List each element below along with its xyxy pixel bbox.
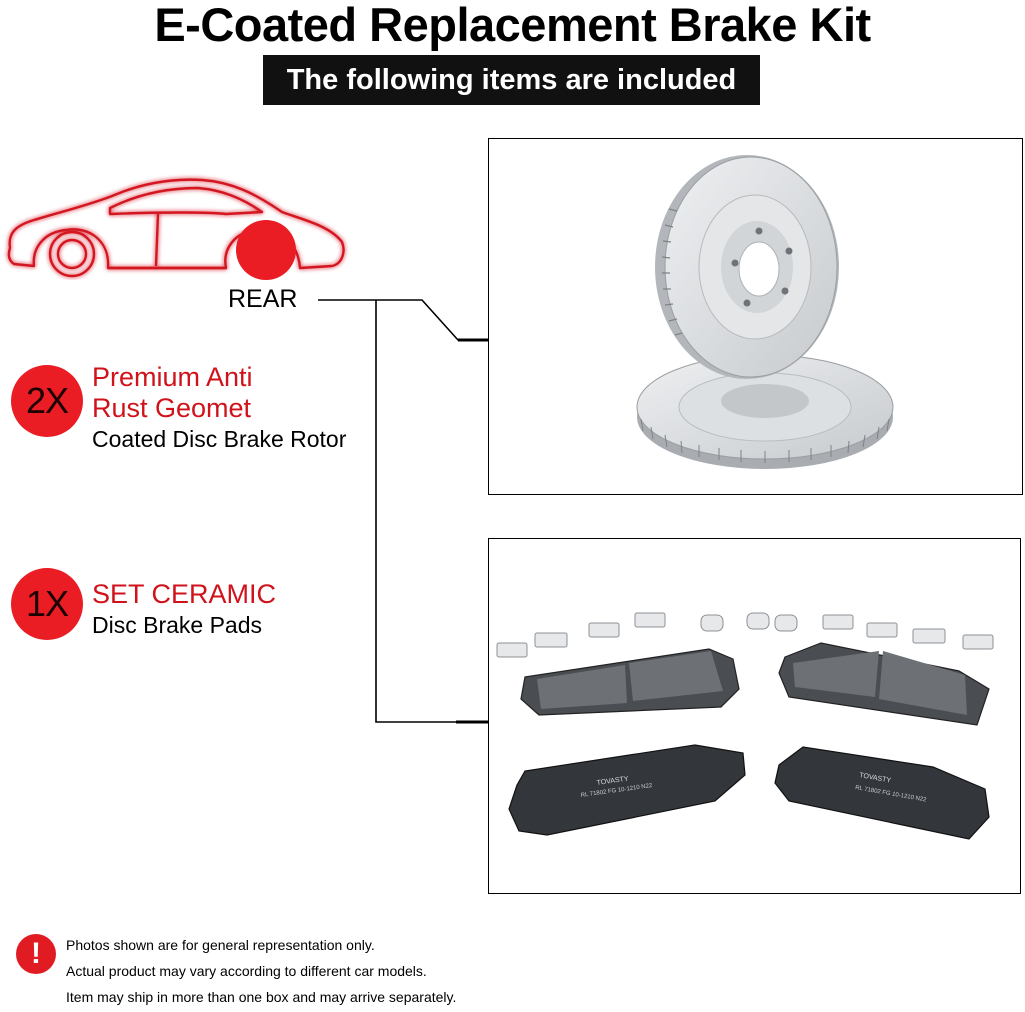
notice-line-1: Photos shown are for general representat… xyxy=(66,937,375,953)
pad-bottom-left: TOVASTY RL 71802 FG 10-1210 N22 xyxy=(508,744,746,836)
subtitle-banner: The following items are included xyxy=(263,55,760,105)
car-rear-illustration xyxy=(7,178,345,280)
hardware-clips xyxy=(496,612,994,658)
rotor-lying xyxy=(636,354,894,469)
notice-line-2: Actual product may vary according to dif… xyxy=(66,963,427,979)
pad-bottom-right: TOVASTY RL 71802 FG 10-1210 N22 xyxy=(774,746,990,840)
pad-top-left xyxy=(520,648,740,716)
rear-wheel-highlight xyxy=(236,220,296,280)
pads-title: SET CERAMIC xyxy=(92,579,277,609)
rotor-product-image xyxy=(488,138,1023,495)
rotor-standing xyxy=(655,155,839,379)
rotor-description: Coated Disc Brake Rotor xyxy=(92,426,347,452)
notice-line-3: Item may ship in more than one box and m… xyxy=(66,989,457,1005)
car-door-line xyxy=(154,213,160,267)
brake-pads-illustration: TOVASTY RL 71802 FG 10-1210 N22 TOVASTY … xyxy=(496,612,994,840)
car-window-outline xyxy=(108,186,264,216)
car-body-outline xyxy=(7,178,345,270)
brake-rotors-illustration xyxy=(636,155,894,469)
pad-top-right xyxy=(778,642,990,726)
rear-position-label: REAR xyxy=(228,285,298,313)
pads-product-image: TOVASTY RL 71802 FG 10-1210 N22 TOVASTY … xyxy=(488,538,1021,894)
exclamation-icon: ! xyxy=(16,934,56,974)
page-title: E-Coated Replacement Brake Kit xyxy=(154,0,871,51)
pad-brand-left: TOVASTY xyxy=(596,776,629,787)
rotor-title-line2: Rust Geomet xyxy=(92,393,252,423)
rotor-connector xyxy=(318,299,488,341)
pads-connector xyxy=(375,300,488,723)
pads-description: Disc Brake Pads xyxy=(92,612,263,638)
quantity-badge-rotor: 2X xyxy=(11,365,83,437)
rotor-title-line1: Premium Anti xyxy=(92,362,253,392)
quantity-badge-pads: 1X xyxy=(11,568,83,640)
subtitle-text: The following items are included xyxy=(286,63,737,96)
